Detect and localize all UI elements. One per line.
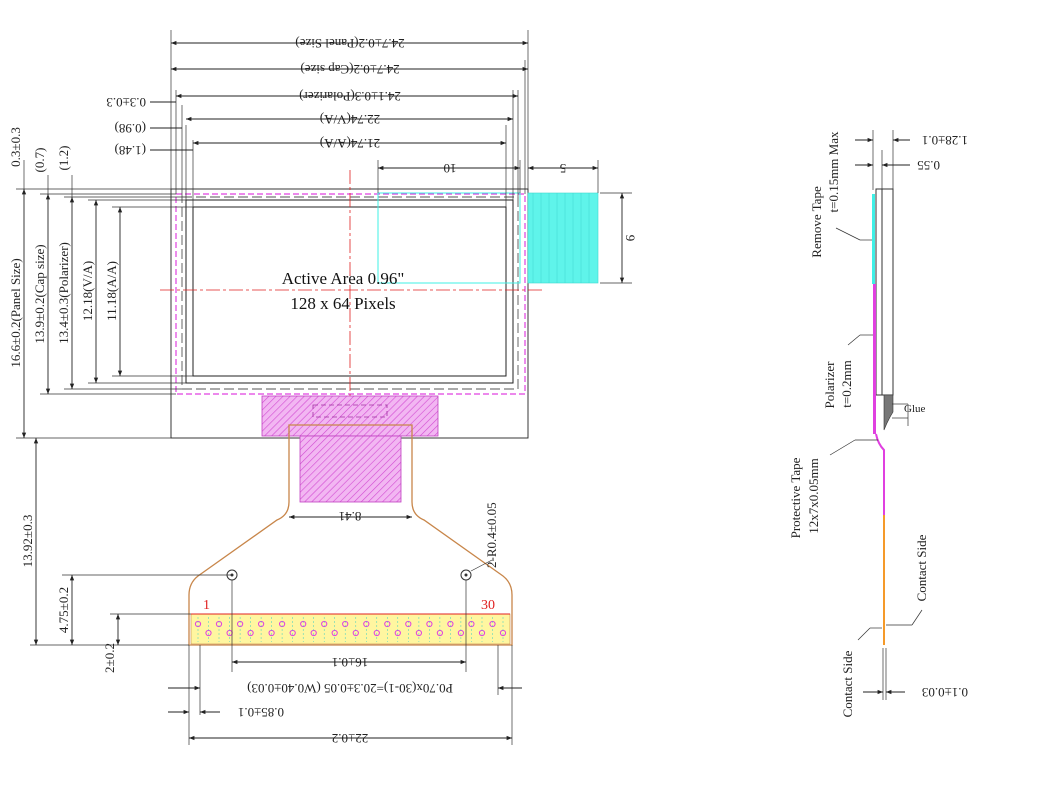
remove-tape-thickness: t=0.15mm Max — [826, 131, 841, 212]
dim-fpc-length: 13.92±0.3 — [20, 515, 35, 568]
dim-hole-pitch: 16±0.1 — [332, 655, 368, 670]
ic-bond-area — [261, 395, 439, 437]
dim-thickness-055: 0.55 — [917, 158, 940, 173]
side-remove-tape — [872, 194, 875, 284]
protective-tape-size: 12x7x0.05mm — [806, 458, 821, 533]
contact-pads — [194, 617, 507, 642]
dim-fpc-width: 22±0.2 — [332, 731, 368, 746]
dim-aa-width: 21.74(A/A) — [320, 136, 380, 151]
side-glass-bottom — [881, 188, 894, 396]
pin-30-label: 30 — [481, 598, 495, 613]
dim-pixel-10: 10 — [444, 161, 457, 176]
dim-pixel-9: 9 — [623, 235, 638, 242]
dim-holes: 2-R0.4±0.05 — [484, 502, 499, 568]
dim-va-width: 22.74(V/A) — [320, 112, 380, 127]
dim-cap-height: 13.9±0.2(Cap size) — [32, 244, 47, 343]
pixel-detail-fill — [527, 192, 599, 284]
side-fpc-bend — [875, 433, 885, 515]
front-view: Active Area 0.96" 128 x 64 Pixels 1 30 — [8, 30, 638, 746]
side-glass-top — [875, 188, 883, 396]
glue-label: Glue — [904, 403, 926, 415]
viewing-area — [185, 199, 514, 384]
pixel-count-label: 128 x 64 Pixels — [290, 294, 395, 313]
driver-ic — [312, 404, 388, 418]
dim-fpc-neck: 8.41 — [339, 509, 362, 524]
dim-pad-height: 2±0.2 — [102, 643, 117, 673]
contact-side-label-a: Contact Side — [914, 534, 929, 601]
dim-top-07: (0.7) — [32, 148, 47, 173]
contact-side-label-b: Contact Side — [840, 650, 855, 717]
dim-cap-width: 24.7±0.2(Cap size) — [300, 62, 399, 77]
dim-offset-098: (0.98) — [115, 121, 146, 136]
side-glue — [883, 394, 894, 431]
dim-panel-width: 24.7±0.2(Panel Size) — [295, 36, 404, 51]
polarizer-thickness: t=0.2mm — [839, 360, 854, 407]
side-polarizer — [873, 284, 876, 434]
cap-outline — [175, 193, 526, 395]
dim-aa-height: 11.18(A/A) — [104, 261, 119, 321]
remove-tape-label: Remove Tape — [809, 186, 824, 258]
active-area — [192, 206, 507, 377]
hole-right-inner — [464, 573, 468, 577]
pin-1-label: 1 — [203, 598, 210, 613]
dim-va-height: 12.18(V/A) — [80, 261, 95, 321]
dim-pixel-5: 5 — [560, 161, 567, 176]
protective-tape-front — [299, 435, 402, 503]
dim-offset-03: 0.3±0.3 — [106, 95, 146, 110]
dim-fpc-thickness: 0.1±0.03 — [922, 685, 968, 700]
dim-polarizer-width: 24.1±0.3(Polarizer) — [299, 89, 401, 104]
dim-thickness: 1.28±0.1 — [922, 133, 968, 148]
active-area-label: Active Area 0.96" — [282, 269, 405, 288]
dim-pin-pitch: P0.70x(30-1)=20.3±0.05 (W0.40±0.03) — [247, 681, 453, 696]
pixel-detail-box — [377, 192, 521, 284]
dim-panel-height: 16.6±0.2(Panel Size) — [8, 258, 23, 367]
dim-offset-148: (1.48) — [115, 143, 146, 158]
dim-edge: 0.85±0.1 — [238, 705, 284, 720]
contact-pad-strip — [190, 613, 511, 645]
dim-top-12: (1.2) — [56, 146, 71, 171]
protective-tape-label: Protective Tape — [788, 457, 803, 538]
side-view: 1.28±0.1 0.55 Remove Tape t=0.15mm Max P… — [788, 130, 968, 717]
polarizer-label: Polarizer — [822, 361, 837, 409]
dim-polarizer-height: 13.4±0.3(Polarizer) — [56, 242, 71, 344]
dim-hole-height: 4.75±0.2 — [56, 587, 71, 633]
dim-top-03: 0.3±0.3 — [8, 127, 23, 167]
